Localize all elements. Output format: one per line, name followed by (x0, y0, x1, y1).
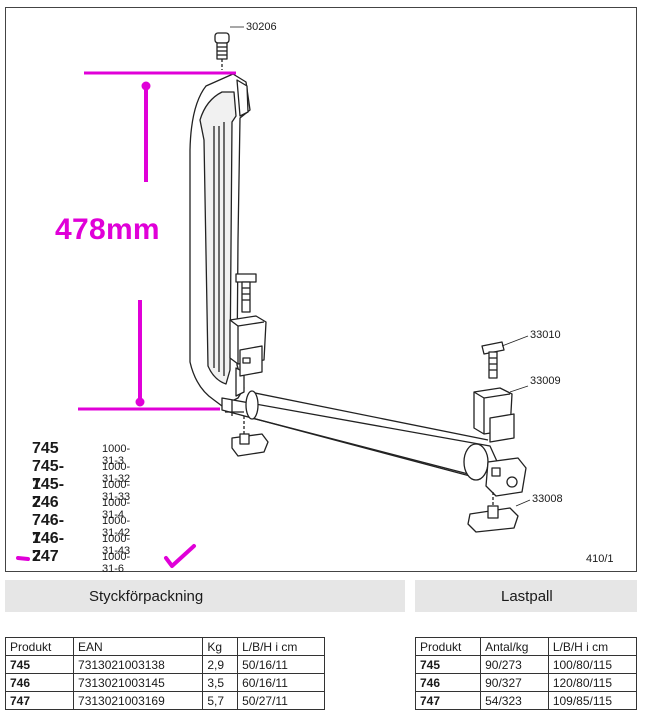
table-cell: 100/80/115 (547, 655, 638, 674)
table-cell: 747 (4, 691, 75, 710)
column-header: Kg (202, 637, 239, 656)
table-cell: 747 (414, 691, 482, 710)
table-cell: 90/273 (480, 655, 549, 674)
diagram-frame (5, 7, 637, 572)
table-cell: 7313021003169 (73, 691, 204, 710)
bracket-left-drawing (231, 416, 269, 457)
column-header: Antal/kg (480, 637, 549, 656)
measurement-annotation (16, 71, 236, 568)
model-number: 746 (32, 494, 59, 511)
column-header: Produkt (414, 637, 482, 656)
table-cell: 745 (4, 655, 75, 674)
column-header: L/B/H i cm (237, 637, 325, 656)
table-row: 747 7313021003169 5,7 50/27/11 (4, 691, 325, 710)
table-header-row: Produkt Antal/kg L/B/H i cm (414, 637, 638, 656)
table-row: 745 90/273 100/80/115 (414, 655, 638, 674)
horizontal-rail-drawing (221, 390, 501, 481)
column-header: Produkt (4, 637, 75, 656)
table-header-row: Produkt EAN Kg L/B/H i cm (4, 637, 325, 656)
measurement-label: 478mm (55, 213, 160, 246)
clamp-left-drawing (229, 315, 267, 377)
knob-left-drawing (235, 273, 257, 313)
table-row: 745 7313021003138 2,9 50/16/11 (4, 655, 325, 674)
section-title-unit-packaging: Styckförpackning (89, 588, 204, 605)
model-code: 1000-31-42 (102, 515, 131, 539)
model-code: 1000-31-43 (102, 533, 131, 557)
model-number: 745-1 (32, 458, 65, 493)
table-cell: 5,7 (202, 691, 239, 710)
column-header: L/B/H i cm (547, 637, 638, 656)
model-number: 745-2 (32, 476, 65, 511)
clamp-33009-drawing (473, 385, 529, 443)
table-cell: 50/16/11 (237, 655, 325, 674)
table-row: 746 7313021003145 3,5 60/16/11 (4, 673, 325, 692)
part-label-clamp: 33009 (530, 375, 561, 387)
section-band-unit-packaging: Styckförpackning (5, 580, 405, 612)
section-band-pallet: Lastpall (415, 580, 637, 612)
table-cell: 746 (4, 673, 75, 692)
bracket-33008-drawing (467, 492, 531, 533)
section-title-pallet: Lastpall (501, 588, 553, 605)
knob-33010-drawing (481, 335, 529, 379)
model-code: 1000-31-32 (102, 461, 131, 485)
table-cell: 2,9 (202, 655, 239, 674)
end-cap-right-drawing (485, 457, 527, 497)
model-code: 1000-31-6 (102, 551, 131, 575)
table-cell: 3,5 (202, 673, 239, 692)
table-row: 746 90/327 120/80/115 (414, 673, 638, 692)
table-cell: 120/80/115 (547, 673, 638, 692)
table-cell: 7313021003145 (73, 673, 204, 692)
model-code: 1000-31-3 (102, 443, 131, 467)
column-header: EAN (73, 637, 204, 656)
exploded-parts-diagram (16, 26, 531, 568)
table-cell: 90/327 (480, 673, 549, 692)
table-cell: 745 (414, 655, 482, 674)
pallet-table: Produkt Antal/kg L/B/H i cm 745 90/273 1… (414, 637, 638, 710)
model-number: 746-2 (32, 530, 65, 565)
part-label-knob: 33010 (530, 329, 561, 341)
table-cell: 7313021003138 (73, 655, 204, 674)
table-cell: 54/323 (480, 691, 549, 710)
table-cell: 109/85/115 (547, 691, 638, 710)
model-code: 1000-31-4 (102, 497, 131, 521)
part-label-bracket: 33008 (532, 493, 563, 505)
model-number: 746-1 (32, 512, 65, 547)
page-reference: 410/1 (586, 553, 614, 565)
model-number: 745 (32, 440, 59, 457)
model-number: 747 (32, 548, 59, 565)
table-cell: 50/27/11 (237, 691, 325, 710)
table-row: 747 54/323 109/85/115 (414, 691, 638, 710)
table-cell: 60/16/11 (237, 673, 325, 692)
model-code: 1000-31-33 (102, 479, 131, 503)
screw-30206-drawing (214, 32, 230, 70)
table-cell: 746 (414, 673, 482, 692)
unit-packaging-table: Produkt EAN Kg L/B/H i cm 745 7313021003… (4, 637, 325, 710)
part-label-screw: 30206 (246, 21, 277, 33)
